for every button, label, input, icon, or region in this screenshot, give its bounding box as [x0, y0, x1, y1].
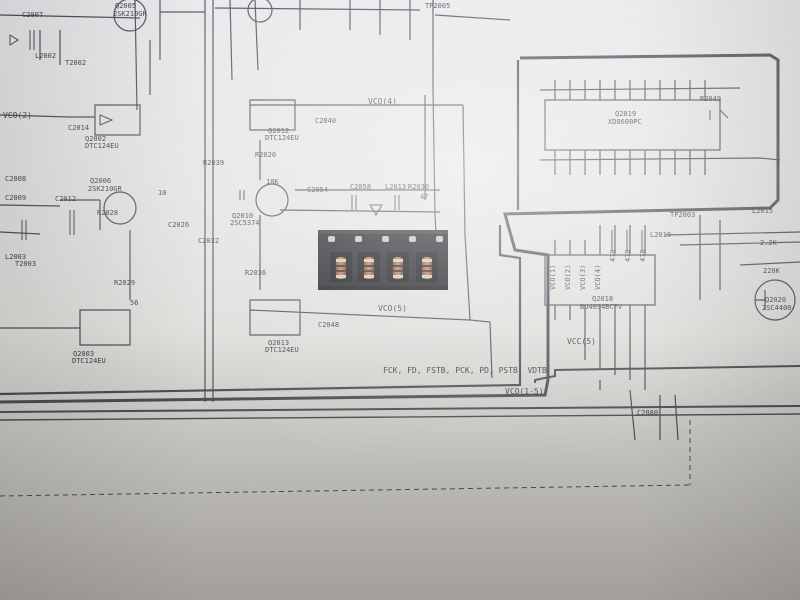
- bus-label: FCK, FD, FSTB, PCK, PD, PSTB, VDTB: [383, 366, 547, 375]
- c2058-label: C2058: [350, 183, 372, 191]
- value-2-2k: 2.2K: [760, 239, 777, 247]
- value-220k: 220K: [763, 267, 780, 275]
- q2018-part: BU4094BCFV: [580, 303, 623, 311]
- r2020-label: R2020: [255, 151, 277, 159]
- r2030-label: R2030: [408, 183, 430, 191]
- tp2003-label: TP2003: [670, 211, 696, 219]
- c2007-label: C2007: [22, 11, 44, 19]
- value-56: 56: [130, 299, 139, 307]
- l2002-label: L2002: [35, 52, 57, 60]
- value-10k: 10K: [266, 178, 279, 186]
- vcc5-label: VCC(5): [567, 337, 596, 346]
- value-470-b: 470: [624, 249, 632, 262]
- c2026-label: C2026: [168, 221, 190, 229]
- q2006-part: 2SK210GR: [88, 185, 122, 193]
- l2015-label: L2015: [752, 207, 774, 215]
- r2049-label: R2049: [700, 95, 722, 103]
- value-470-c: 470: [639, 249, 647, 262]
- q2020-label: Q2020: [765, 296, 787, 304]
- value-10: 10: [158, 189, 167, 197]
- resistor-4: [422, 257, 432, 279]
- q2020-part: 2SC4400-: [762, 304, 796, 312]
- l2019-label: L2019: [650, 231, 672, 239]
- resistor-2: [364, 257, 374, 279]
- q2003-part: DTC124EU: [72, 357, 106, 365]
- q2019-part: XD0600PC: [608, 118, 642, 126]
- q2002-part: DTC124EU: [85, 142, 119, 150]
- vco2-label: VCO(2): [3, 111, 32, 120]
- vco-pin-2: VCO(2): [564, 264, 572, 290]
- vco4-label: VCO(4): [368, 97, 397, 106]
- resistor-3: [393, 257, 403, 279]
- resistor-1: [336, 257, 346, 279]
- c2054-label: C2054: [307, 186, 329, 194]
- c2040-label: C2040: [315, 117, 337, 125]
- q2010-part: 2SC5374: [230, 219, 260, 227]
- tp2005-label: TP2005: [425, 2, 451, 10]
- r2028-label: R2028: [97, 209, 119, 217]
- r2036-label: R2036: [245, 269, 267, 277]
- l2003-part: T2003: [15, 260, 37, 268]
- r2029-label: R2029: [114, 279, 136, 287]
- c2080-label: C2080: [637, 409, 659, 417]
- value-470-a: 470: [609, 249, 617, 262]
- c2048-label: C2048: [318, 321, 340, 329]
- smd-resistor-tape: [318, 230, 448, 290]
- vco5-label: VCO(5): [378, 304, 407, 313]
- q2005-part: 2SK210GR: [113, 10, 147, 18]
- q2006-label: Q2006: [90, 177, 112, 185]
- c2008-label: C2008: [5, 175, 27, 183]
- value-47: 47: [420, 193, 429, 201]
- vco-pin-1: VCO(1): [549, 264, 557, 290]
- vco-pin-3: VCO(3): [579, 264, 587, 290]
- r2039-label: R2039: [203, 159, 225, 167]
- c2032-label: C2032: [198, 237, 220, 245]
- q2018-label: Q2018: [592, 295, 614, 303]
- vco-pin-4: VCO(4): [594, 264, 602, 290]
- l2002-part: T2002: [65, 59, 87, 67]
- q2013-part: DTC124EU: [265, 346, 299, 354]
- c2014-label: C2014: [68, 124, 90, 132]
- vco1-5-label: VCO(1-5): [505, 387, 544, 396]
- q2019-label: Q2019: [615, 110, 637, 118]
- c2012-label: C2012: [55, 195, 77, 203]
- q2012-part: DTC124EU: [265, 134, 299, 142]
- l2013-label: L2013: [385, 183, 407, 191]
- c2009-label: C2009: [5, 194, 27, 202]
- q2005-label: Q2005: [115, 2, 137, 10]
